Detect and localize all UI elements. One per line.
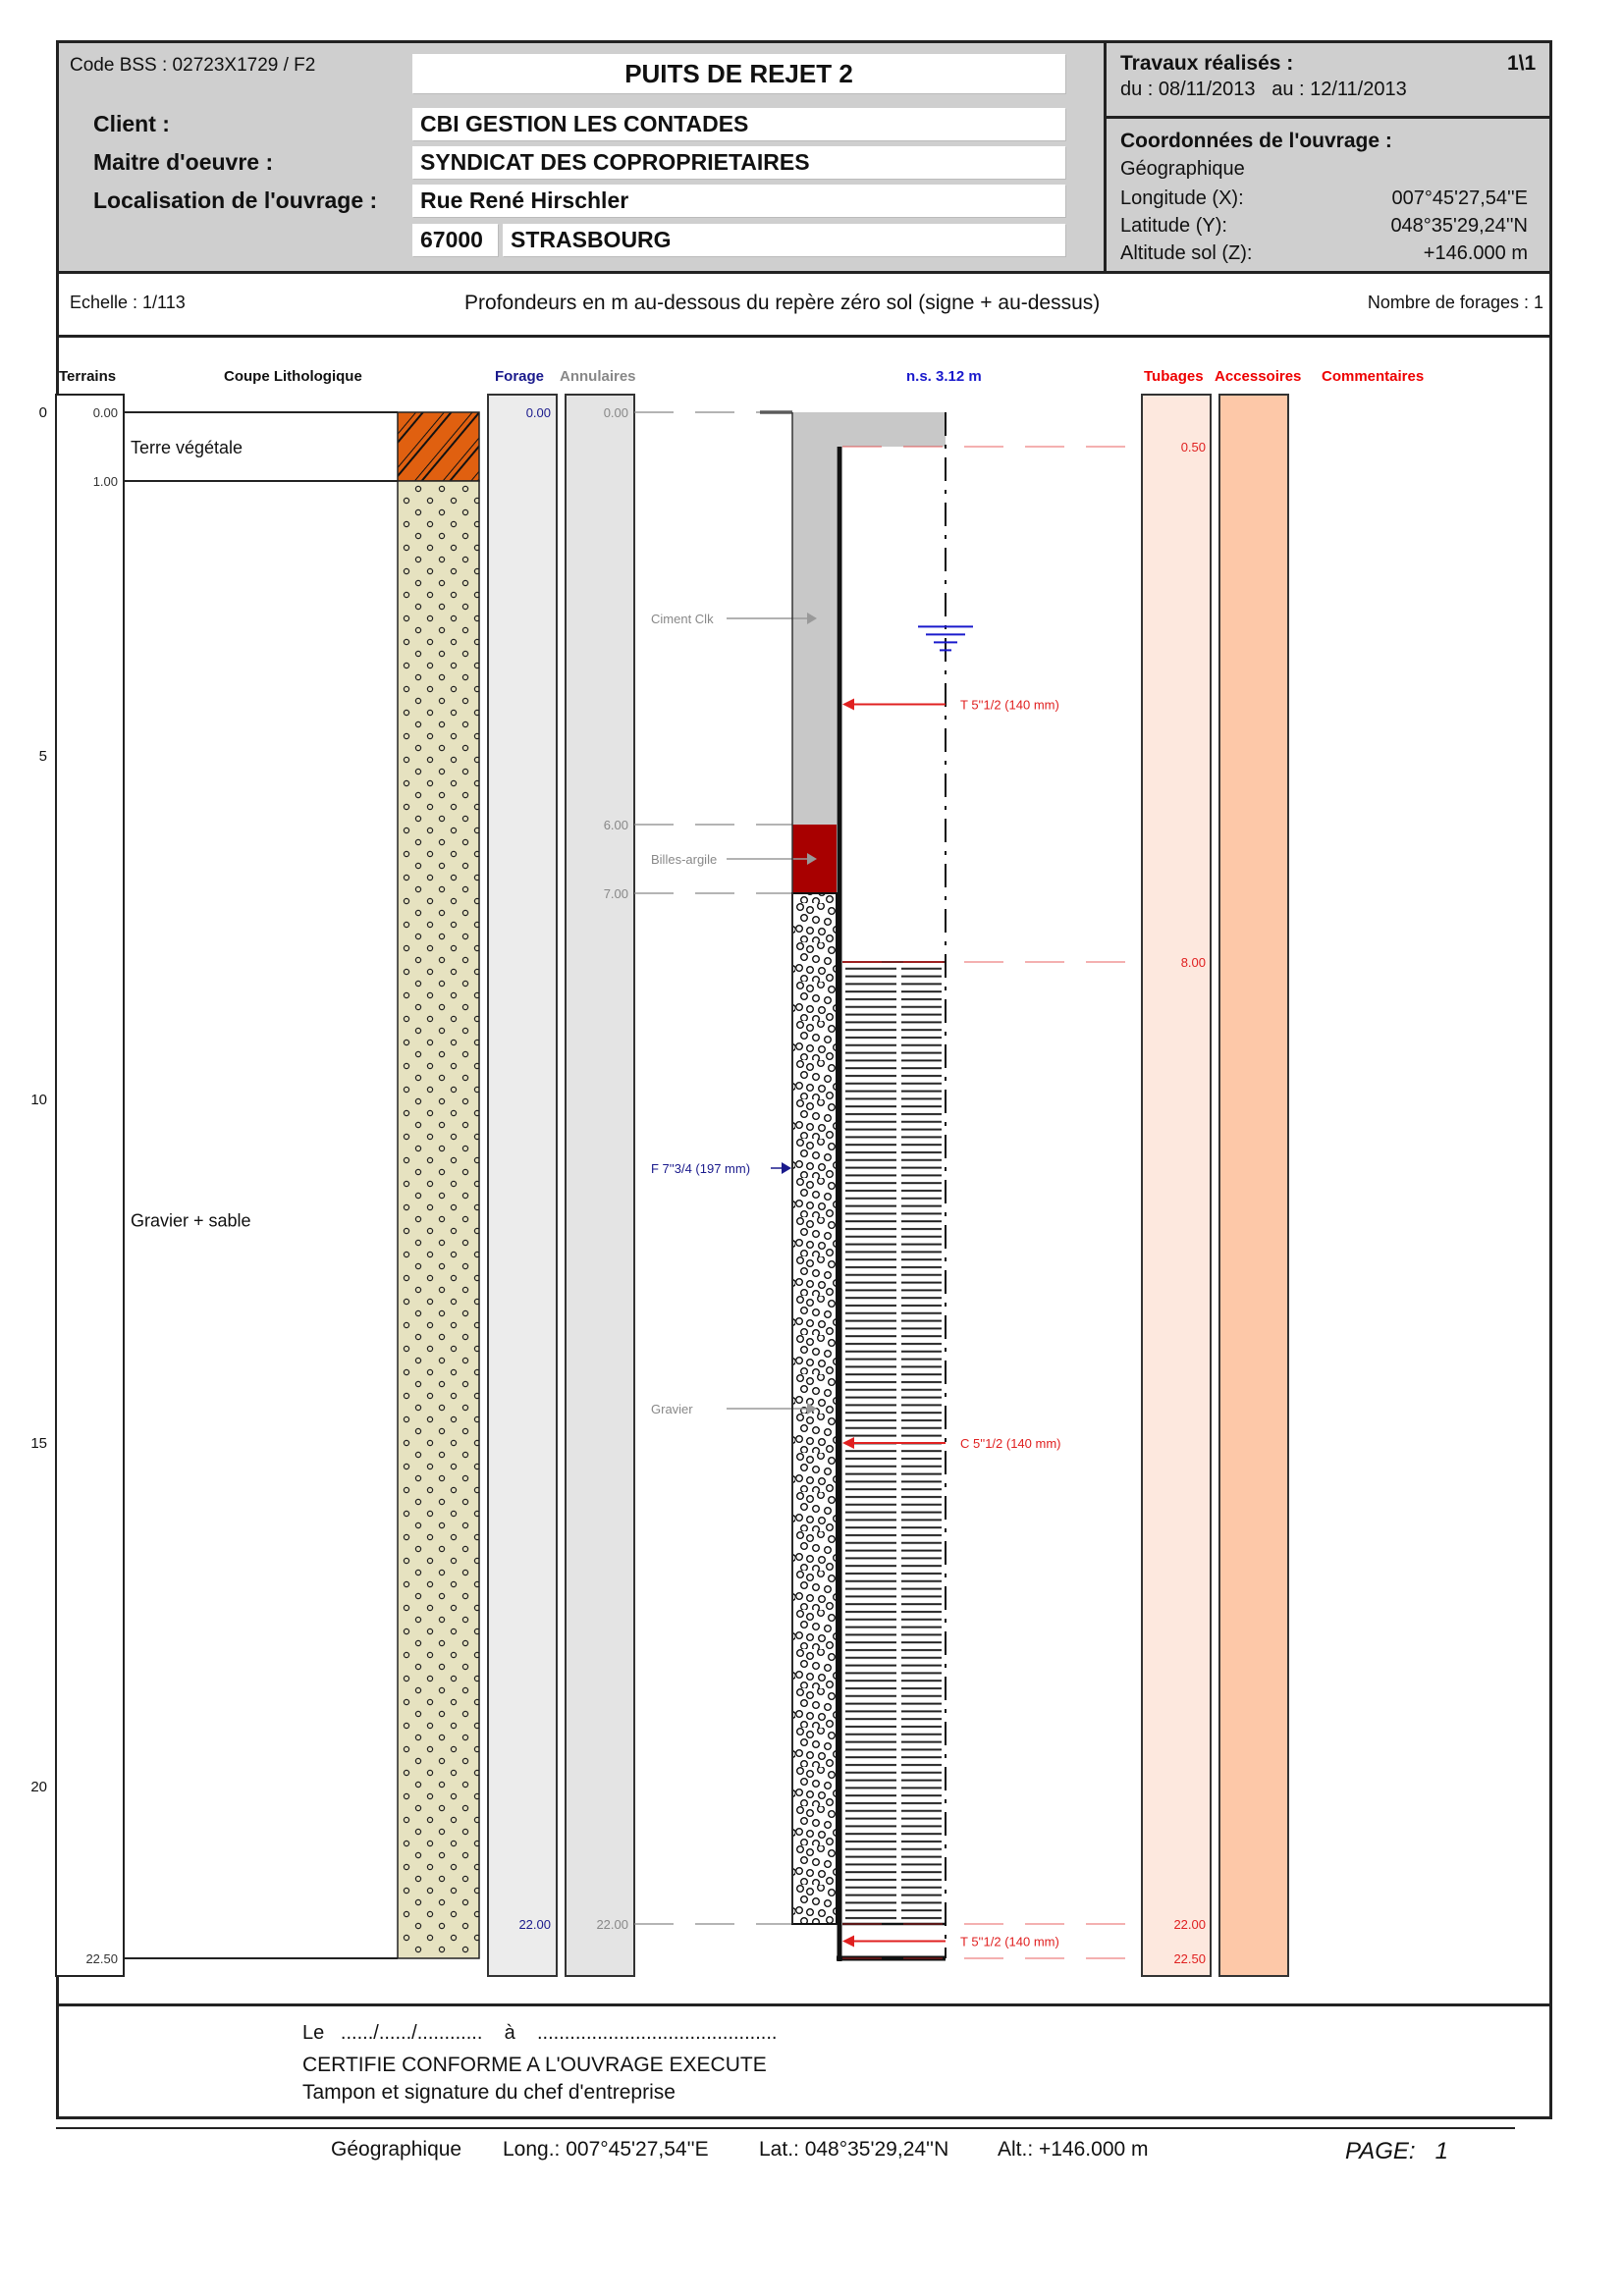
annulaire-label: Gravier bbox=[651, 1402, 693, 1416]
scale-bottom-line bbox=[56, 335, 1552, 338]
tubages-column bbox=[1141, 394, 1212, 1977]
code-bss: Code BSS : 02723X1729 / F2 bbox=[70, 55, 316, 76]
moe-label: Maitre d'oeuvre : bbox=[93, 149, 274, 175]
layer-depth-label: 1.00 bbox=[93, 474, 118, 489]
forage-depth-label: 22.00 bbox=[518, 1917, 551, 1932]
depth-tick-label: 5 bbox=[39, 748, 47, 765]
accessoires-column bbox=[1218, 394, 1289, 1977]
column-header-tubages: Tubages bbox=[1144, 368, 1204, 385]
client-value: CBI GESTION LES CONTADES bbox=[412, 108, 1065, 140]
footer-system: Géographique bbox=[331, 2138, 462, 2161]
lithology-gravier-sable bbox=[397, 480, 480, 1959]
tubage-depth-label: 0.50 bbox=[1181, 440, 1206, 454]
depth-tick-label: 20 bbox=[30, 1779, 47, 1795]
coords-label: Latitude (Y): bbox=[1120, 215, 1227, 237]
annulaire-depth-label: 6.00 bbox=[604, 818, 628, 832]
coords-row-altitude: Altitude sol (Z): +146.000 m bbox=[1120, 240, 1528, 267]
coords-value: 007°45'27,54''E bbox=[1391, 187, 1528, 209]
header-divider bbox=[1104, 40, 1107, 273]
terrains-column bbox=[55, 394, 125, 1977]
depth-tick-label: 15 bbox=[30, 1435, 47, 1452]
coords-label: Longitude (X): bbox=[1120, 187, 1244, 209]
tubage-label: C 5''1/2 (140 mm) bbox=[960, 1436, 1061, 1451]
annulaire-depth-label: 22.00 bbox=[596, 1917, 628, 1932]
address-value: Rue René Hirschler bbox=[412, 185, 1065, 217]
arrow-head-icon bbox=[807, 613, 817, 624]
layer-depth-label: 22.50 bbox=[85, 1951, 118, 1966]
footer-longitude: Long.: 007°45'27,54''E bbox=[503, 2138, 709, 2161]
layer-name: Terre végétale bbox=[131, 438, 243, 457]
annulaires-column bbox=[565, 394, 635, 1977]
travaux-divider bbox=[1104, 116, 1552, 119]
travaux-label: Travaux réalisés : bbox=[1120, 52, 1294, 75]
layer-name: Gravier + sable bbox=[131, 1211, 251, 1231]
water-level-label: n.s. 3.12 m bbox=[906, 368, 982, 385]
footer-latitude: Lat.: 048°35'29,24''N bbox=[759, 2138, 949, 2161]
tubage-depth-label: 22.50 bbox=[1173, 1951, 1206, 1966]
tubage-label: T 5''1/2 (140 mm) bbox=[960, 1935, 1059, 1949]
city-value: STRASBOURG bbox=[503, 224, 1065, 256]
column-header-accessoires: Accessoires bbox=[1215, 368, 1301, 385]
annulaire-label: Billes-argile bbox=[651, 852, 717, 867]
forage-diameter-label: F 7''3/4 (197 mm) bbox=[651, 1161, 750, 1176]
sheet-number: 1\1 bbox=[1507, 52, 1537, 75]
column-header-commentaires: Commentaires bbox=[1322, 368, 1424, 385]
layer-depth-label: 0.00 bbox=[93, 405, 118, 420]
coords-title: Coordonnées de l'ouvrage : bbox=[1120, 130, 1392, 152]
column-header-forage: Forage bbox=[495, 368, 544, 385]
page-title: PUITS DE REJET 2 bbox=[412, 54, 1065, 93]
depth-tick-label: 10 bbox=[30, 1092, 47, 1108]
coords-row-longitude: Longitude (X): 007°45'27,54''E bbox=[1120, 185, 1528, 212]
localisation-label: Localisation de l'ouvrage : bbox=[93, 187, 378, 213]
scale-label: Echelle : 1/113 bbox=[70, 293, 186, 312]
annulaire-depth-label: 7.00 bbox=[604, 886, 628, 901]
footer-altitude: Alt.: +146.000 m bbox=[998, 2138, 1149, 2161]
column-header-coupe: Coupe Lithologique bbox=[224, 368, 362, 385]
arrow-head-icon bbox=[782, 1162, 791, 1174]
page-number: PAGE: 1 bbox=[1345, 2138, 1448, 2164]
annulaire-label: Ciment Clk bbox=[651, 612, 714, 626]
tubage-label: T 5''1/2 (140 mm) bbox=[960, 698, 1059, 713]
coords-list: Longitude (X): 007°45'27,54''E Latitude (… bbox=[1120, 185, 1528, 267]
client-label: Client : bbox=[93, 111, 170, 136]
coords-value: +146.000 m bbox=[1423, 242, 1528, 264]
nb-forages: Nombre de forages : 1 bbox=[1367, 293, 1543, 312]
tubage-depth-label: 22.00 bbox=[1173, 1917, 1206, 1932]
coords-system: Géographique bbox=[1120, 158, 1245, 180]
coords-label: Altitude sol (Z): bbox=[1120, 242, 1253, 264]
arrow-head-icon bbox=[807, 853, 817, 865]
depth-tick-label: 0 bbox=[39, 404, 47, 421]
arrow-head-icon bbox=[807, 1403, 817, 1415]
footer-line bbox=[56, 2127, 1515, 2129]
forage-column bbox=[487, 394, 558, 1977]
annulaire-depth-label: 0.00 bbox=[604, 405, 628, 420]
header-bottom-line bbox=[56, 271, 1552, 274]
forage-depth-label: 0.00 bbox=[526, 405, 551, 420]
coords-value: 048°35'29,24''N bbox=[1390, 215, 1528, 237]
tubage-depth-label: 8.00 bbox=[1181, 955, 1206, 970]
certification-divider bbox=[56, 2003, 1552, 2006]
column-header-annulaires: Annulaires bbox=[560, 368, 636, 385]
depth-description: Profondeurs en m au-dessous du repère zé… bbox=[464, 292, 1101, 314]
arrow-head-icon bbox=[842, 698, 854, 711]
signature-label: Tampon et signature du chef d'entreprise bbox=[302, 2081, 676, 2104]
certification-text: CERTIFIE CONFORME A L'OUVRAGE EXECUTE bbox=[302, 2054, 767, 2076]
arrow-head-icon bbox=[842, 1935, 854, 1948]
postcode-value: 67000 bbox=[412, 224, 498, 256]
certification-date-line: Le ....../....../............ à ........… bbox=[302, 2022, 778, 2044]
travaux-panel bbox=[1107, 43, 1549, 272]
arrow-head-icon bbox=[842, 1437, 854, 1449]
lithology-terre bbox=[397, 411, 480, 482]
travaux-dates: du : 08/11/2013 au : 12/11/2013 bbox=[1120, 79, 1407, 100]
column-header-terrains: Terrains bbox=[59, 368, 116, 385]
coords-row-latitude: Latitude (Y): 048°35'29,24''N bbox=[1120, 212, 1528, 240]
moe-value: SYNDICAT DES COPROPRIETAIRES bbox=[412, 146, 1065, 179]
